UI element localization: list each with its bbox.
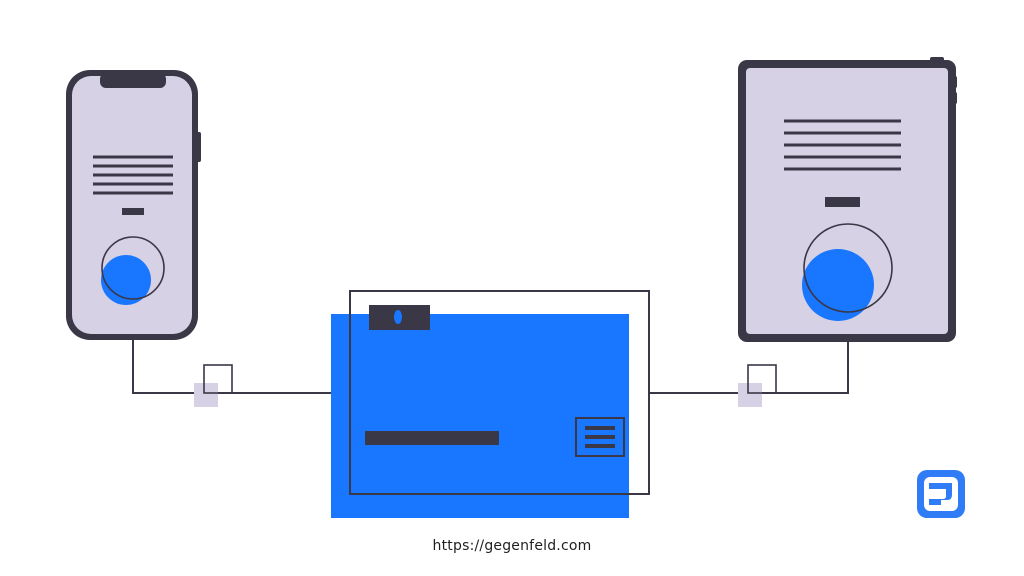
tablet-text-lines (784, 119, 901, 171)
circle-touch-icon (101, 236, 165, 300)
card-blue-fill (331, 314, 629, 518)
phone-small-bar (122, 208, 144, 215)
card-panel (331, 290, 650, 518)
left-connector-node (194, 364, 233, 407)
menu-lines-icon (575, 417, 625, 457)
tablet (738, 57, 957, 342)
phone-text-lines (93, 155, 173, 195)
smartphone (66, 70, 201, 340)
card-text-bar (365, 431, 499, 445)
phone-notch (100, 73, 166, 88)
card-chip-icon (369, 305, 430, 330)
connector-lines (132, 338, 849, 394)
right-connector-node (738, 364, 777, 407)
circle-touch-icon (803, 223, 893, 313)
tablet-small-bar (825, 197, 860, 207)
right-connector-line (650, 342, 849, 394)
card-outline (349, 290, 650, 495)
tablet-touch-fill (802, 249, 874, 321)
left-connector-line (132, 338, 332, 394)
brand-logo-icon (917, 470, 965, 518)
footer-url: https://gegenfeld.com (432, 538, 592, 554)
